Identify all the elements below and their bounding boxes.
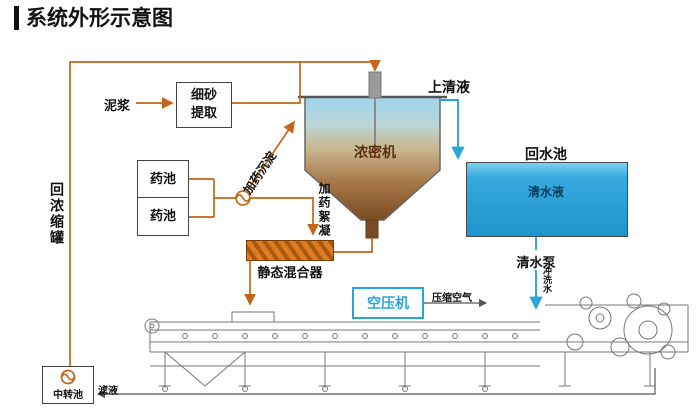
blue-water-lines: [440, 99, 543, 310]
sand-extractor-label-line1: 细砂: [190, 88, 217, 104]
return-to-thickener-label: 回浓缩罐: [48, 182, 64, 246]
thickener-tank: [298, 71, 447, 239]
orange-pipe-network: [69, 59, 381, 366]
belt-filter-press: [144, 293, 689, 392]
page-title: 系统外形示意图: [14, 6, 173, 31]
chemical-tank-2-label: 药池: [149, 208, 176, 224]
transfer-pump-symbol: [60, 369, 76, 385]
clear-water-label: 清水液: [527, 185, 564, 199]
chemical-pump-symbol: [235, 190, 251, 206]
compressed-air-label: 压缩空气: [432, 293, 472, 304]
sand-extractor-box: 细砂 提取: [176, 82, 232, 128]
mud-label: 泥浆: [104, 99, 131, 114]
air-compressor-box: 空压机: [352, 287, 424, 319]
chemical-tank-1-label: 药池: [149, 171, 176, 187]
transfer-pool-label: 中转池: [53, 390, 83, 401]
filtrate-return-line: [96, 368, 656, 399]
flush-water-label: 冲洗水: [541, 266, 551, 293]
static-mixer-label: 静态混合器: [257, 266, 323, 281]
return-pool-label: 回水池: [525, 147, 567, 163]
filtrate-label: 滤液: [98, 386, 118, 397]
static-mixer: [246, 240, 334, 261]
dosing-flocculant-label: 加药絮凝: [317, 182, 331, 238]
sand-extractor-label-line2: 提取: [190, 106, 217, 121]
supernatant-label: 上清液: [428, 80, 470, 96]
chemical-tank-2-box: 药池: [137, 197, 189, 236]
transfer-pool-box: 中转池: [42, 366, 94, 404]
thickener-label: 浓密机: [354, 145, 396, 161]
chemical-tank-1-box: 药池: [137, 160, 189, 199]
air-compressor-label: 空压机: [367, 296, 409, 312]
clear-water-pump-label: 清水泵: [516, 256, 556, 271]
return-water-pool: [466, 162, 628, 237]
